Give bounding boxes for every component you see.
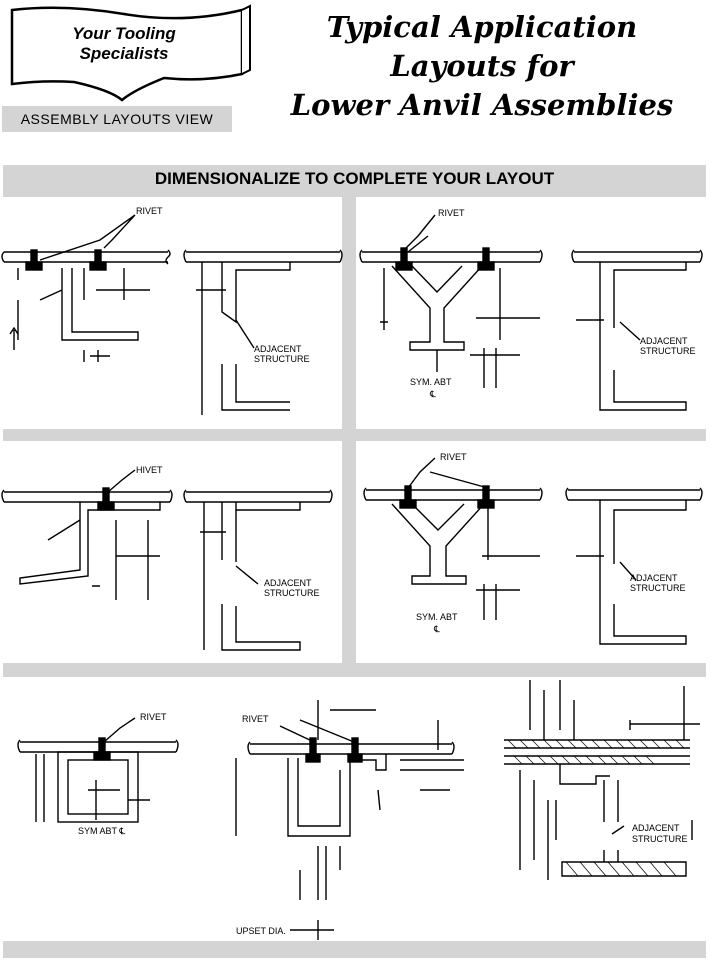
drawing-box-section [17,717,179,823]
label-rivet-1: RIVET [136,206,163,216]
banner-line1: Your Tooling [72,24,176,43]
banner-line2: Specialists [79,44,169,63]
label-adjacent-4: ADJACENT [630,573,678,583]
drawing-y-section [359,214,703,411]
label-cl-1: ℄ [429,389,436,399]
section-header: DIMENSIONALIZE TO COMPLETE YOUR LAYOUT [3,165,706,193]
drawing-laminated-section [504,680,700,880]
label-rivet-4: RIVET [140,712,167,722]
label-adjacent-5: ADJACENT [632,823,680,833]
drawing-l-section [1,469,333,651]
title-line1: Typical Application [326,10,638,44]
company-banner: Your Tooling Specialists [4,4,254,102]
label-rivet-5: RIVET [242,714,269,724]
page-title: Typical Application Layouts for Lower An… [262,8,702,125]
drawing-labels: RIVET ADJACENT STRUCTURE RIVET ADJACENT … [78,206,696,936]
label-upset-dia: UPSET DIA. [236,926,286,936]
panel-y-section-rivet-2 [356,441,706,663]
label-cl-2: ℄ [433,624,440,634]
label-rivet-3: RIVET [440,452,467,462]
label-adjacent-1: ADJACENT [254,344,302,354]
panel-bottom-layouts [3,677,706,941]
drawing-t-section [1,214,343,415]
label-hivet: HIVET [136,465,163,475]
label-sym-abt-cl: SYM ABT ℄ [78,826,125,836]
drawing-channel-section [235,700,464,940]
assembly-layouts-view-label: ASSEMBLY LAYOUTS VIEW [2,106,232,132]
banner-flag-shape [10,4,251,102]
panel-y-section-rivet [356,197,706,429]
label-adjacent-2: ADJACENT [640,336,688,346]
label-structure-2: STRUCTURE [640,346,696,356]
label-structure-3: STRUCTURE [264,588,320,598]
label-sym-abt-1: SYM. ABT [410,377,452,387]
label-rivet-2: RIVET [438,208,465,218]
label-adjacent-3: ADJACENT [264,578,312,588]
title-line3: Lower Anvil Assemblies [290,88,674,122]
label-structure-1: STRUCTURE [254,354,310,364]
label-sym-abt-2: SYM. ABT [416,612,458,622]
title-line2: Layouts for [390,49,574,83]
panel-t-section-rivet [3,197,342,429]
label-structure-4: STRUCTURE [630,583,686,593]
label-structure-5: STRUCTURE [632,834,688,844]
panel-l-section-hivet [3,441,342,663]
drawing-y-section-2 [363,457,703,645]
